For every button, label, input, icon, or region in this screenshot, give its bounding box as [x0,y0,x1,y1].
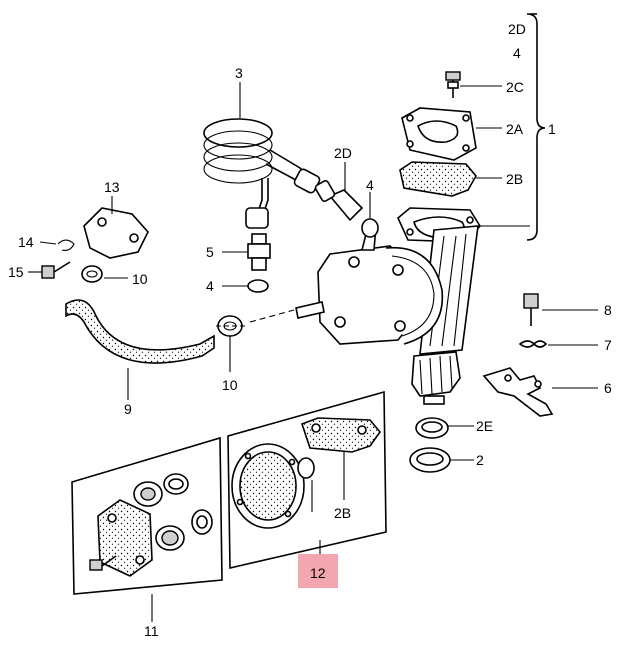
fuel-hose-9 [65,299,215,400]
callout-10-upper: 10 [132,271,148,287]
callout-4-low: 4 [206,278,214,294]
callout-12-highlight[interactable]: 12 [298,554,338,588]
callout-2d-top: 2D [508,21,526,37]
assembly-bracket-1 [526,13,546,241]
callout-1: 1 [548,121,556,137]
hose-clamp-10-upper [81,265,128,283]
callout-15: 15 [8,264,24,280]
callout-3: 3 [235,65,243,81]
hose-clamp-10-lower [216,309,295,372]
bolt-8 [523,293,598,326]
screw-2c [445,71,502,98]
coil-pipe-3 [203,82,321,229]
callout-7: 7 [604,337,612,353]
filter-2b-top [399,161,502,197]
callout-14: 14 [18,234,34,250]
callout-4-mid: 4 [366,177,374,193]
nipple-5 [222,233,271,271]
callout-6: 6 [604,380,612,396]
callout-2c: 2C [506,79,524,95]
callout-8: 8 [604,302,612,318]
screw-15 [28,261,71,279]
lock-washer-7 [518,340,598,348]
gasket-2 [409,447,474,473]
callout-2b-kit: 2B [334,505,351,521]
union-2d [314,162,364,222]
plate-13 [83,196,149,259]
callout-2a: 2A [506,121,524,137]
kit-12-panel [227,390,387,570]
fuel-pump-body [295,225,479,405]
clip-14 [39,239,75,251]
callout-2b-right: 2B [506,171,523,187]
callout-5: 5 [206,244,214,260]
washer-4-low [222,279,269,293]
kit-11-panel [71,436,223,622]
callout-2d-mid: 2D [334,145,352,161]
callout-11: 11 [144,623,159,639]
o-ring-4-mid [361,192,379,238]
callout-9: 9 [124,401,132,417]
callout-10-lower: 10 [222,377,238,393]
o-ring-2e [415,417,474,439]
callout-12: 12 [310,565,326,581]
bracket-6 [482,367,598,417]
callout-2-low: 2 [476,452,484,468]
gasket-2a [401,107,502,161]
callout-4-top: 4 [513,45,521,61]
callout-2e: 2E [476,418,493,434]
callout-13: 13 [104,179,120,195]
